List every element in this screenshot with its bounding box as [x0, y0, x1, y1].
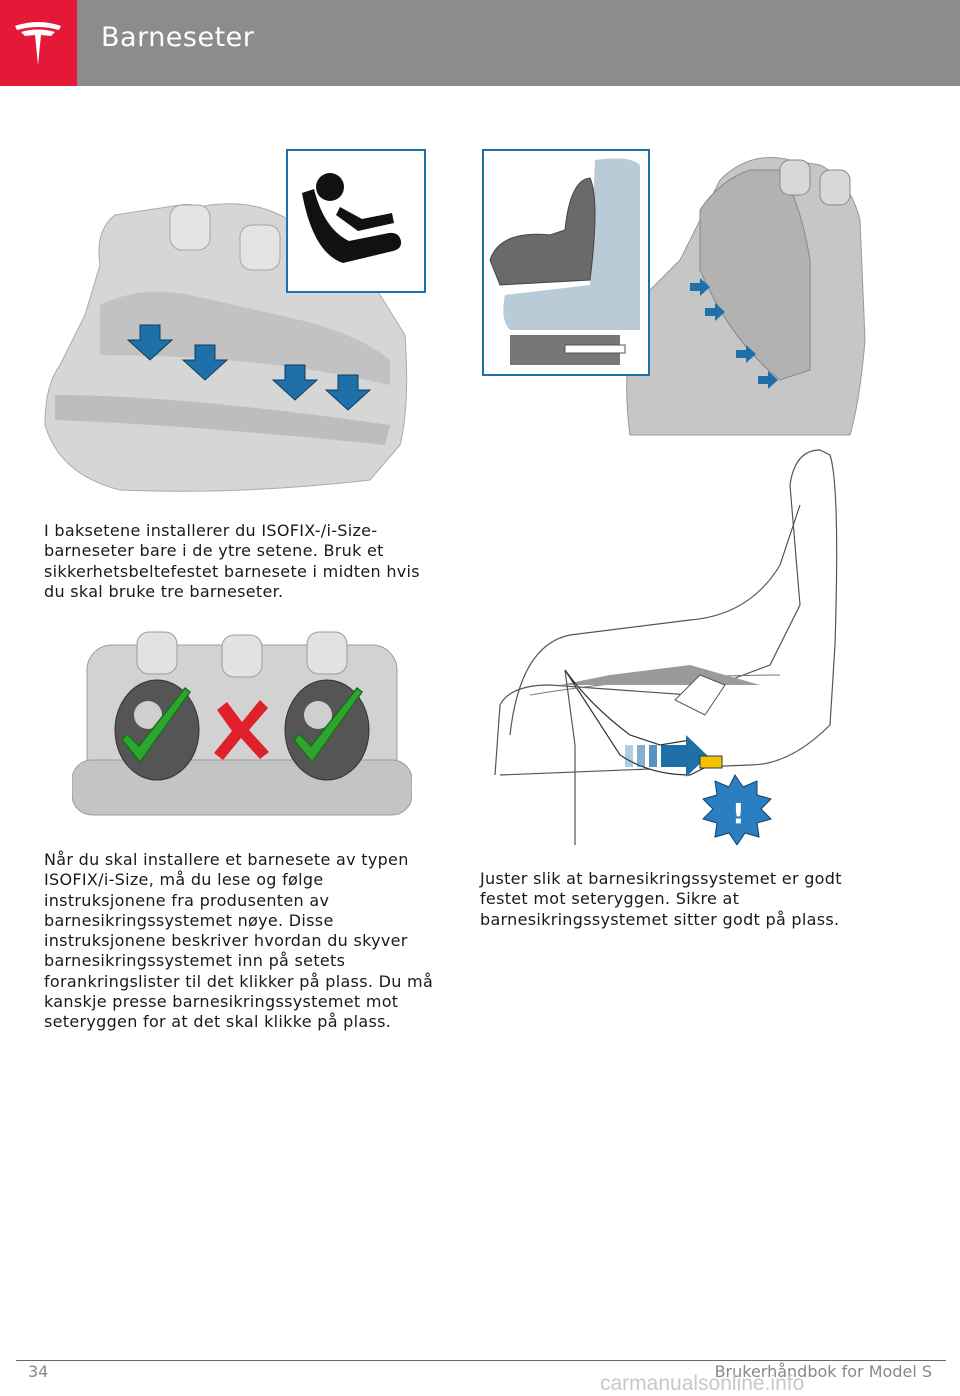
tesla-logo-icon [15, 22, 61, 65]
logo-box [0, 0, 77, 86]
install-paragraph: Når du skal installere et barnesete av t… [44, 850, 434, 1032]
exclamation-icon [702, 774, 772, 845]
outer-seats-paragraph: I baksetene installerer du ISOFIX-/i-Siz… [44, 521, 420, 601]
adjust-paragraph: Juster slik at barnesikringssystemet er … [480, 869, 842, 929]
checkmark-icon [293, 686, 364, 764]
seat-positions-figure [72, 631, 412, 816]
checkmark-icon [121, 686, 192, 764]
svg-text:!: ! [732, 797, 745, 830]
cross-icon [214, 700, 269, 760]
footer-rule [16, 1360, 946, 1361]
watermark: carmanualsonline.info [600, 1372, 805, 1395]
isofix-child-seat-icon [302, 173, 402, 263]
header-bar: Barneseter [0, 0, 960, 86]
anchor-arrows [126, 324, 372, 411]
page-number: 34 [28, 1362, 49, 1381]
push-seat-figure: ! [494, 449, 838, 845]
isofix-anchors-figure [44, 149, 426, 492]
manual-title: Brukerhåndbok for Model S [714, 1362, 932, 1381]
push-direction-arrow [625, 735, 708, 777]
isofix-side-view-figure [482, 149, 866, 436]
page-title: Barneseter [101, 22, 255, 53]
isofix-slot-arrows [690, 278, 778, 389]
